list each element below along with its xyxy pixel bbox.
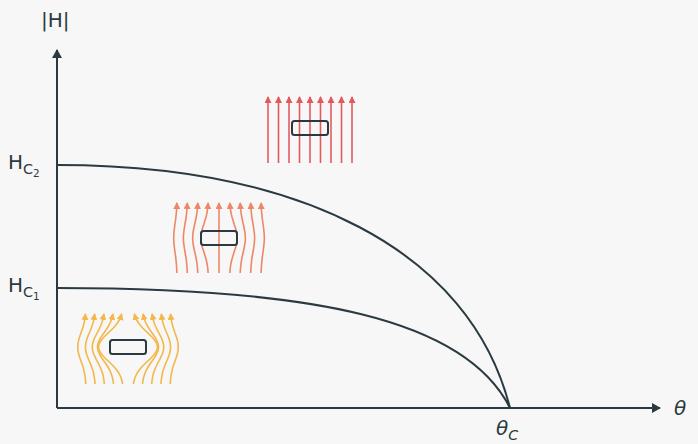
field-line <box>299 97 301 163</box>
field-line <box>218 203 220 273</box>
x-axis <box>57 407 660 409</box>
field-line <box>341 97 343 163</box>
field-line <box>309 97 311 163</box>
axis-label: |H| <box>41 10 70 30</box>
field-line <box>251 203 255 273</box>
sample-bar <box>292 121 328 135</box>
hc2-curve <box>57 165 510 408</box>
field-line <box>86 314 96 384</box>
field-line <box>193 203 198 273</box>
field-line <box>201 203 208 273</box>
field-lines <box>78 97 352 384</box>
axis-label: HC2 <box>8 152 40 172</box>
field-line <box>278 97 280 163</box>
axis-label: θ <box>674 398 686 418</box>
axis-label: HC1 <box>8 275 40 295</box>
field-line <box>143 314 159 384</box>
y-axis <box>56 50 58 408</box>
sample-bar <box>201 231 237 245</box>
field-line <box>230 203 237 273</box>
field-line <box>288 97 290 163</box>
field-line <box>170 314 178 384</box>
field-line <box>261 203 264 273</box>
field-line <box>267 97 269 163</box>
axis-label: θC <box>496 418 518 438</box>
field-line <box>174 203 177 273</box>
field-line <box>161 314 171 384</box>
field-line <box>240 203 245 273</box>
field-line <box>330 97 332 163</box>
hc1-curve <box>57 288 510 408</box>
sample-bar <box>110 340 146 354</box>
field-line <box>320 97 322 163</box>
field-line <box>351 97 353 163</box>
field-line <box>183 203 187 273</box>
field-line <box>78 314 86 384</box>
field-line <box>98 314 114 384</box>
